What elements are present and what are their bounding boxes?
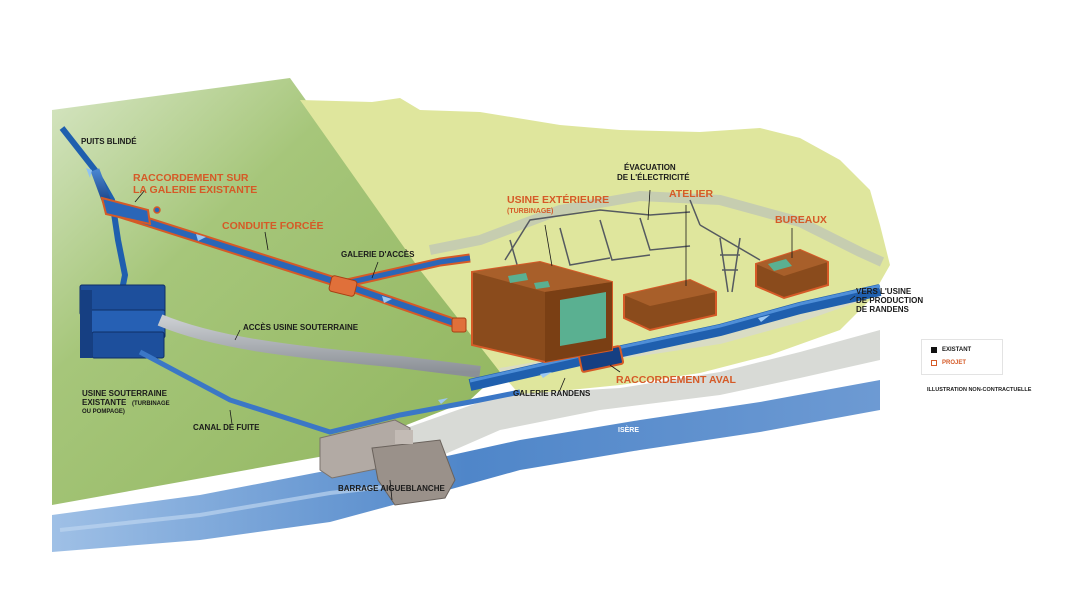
label-galerie-randens: GALERIE RANDENS [513,389,591,398]
galerie-randens [468,284,882,391]
valve-chamber [328,275,358,297]
raccordement-valve [153,206,161,214]
label-usine-souterraine-2: EXISTANTE [82,398,127,407]
arrow-conduite [196,234,206,241]
usine-souterraine [79,284,166,359]
arrow-randens [540,372,552,378]
label-barrage: BARRAGE AIGUEBLANCHE [338,484,445,493]
river-highlight [59,480,431,532]
label-bureaux: BUREAUX [775,214,827,226]
label-usine-souterraine-sub2: OU POMPAGE) [82,409,125,415]
label-canal-de-fuite: CANAL DE FUITE [193,423,260,432]
arrow-conduite-2 [382,296,392,303]
barrage-aigueblanche [319,419,456,506]
legend-project: PROJET [931,360,966,366]
penstock-shaft [59,126,129,301]
label-evacuation-2: DE L'ÉLECTRICITÉ [617,173,690,182]
arrow-shaft [86,168,92,178]
isere-river [52,380,880,552]
hill-slope [52,78,500,505]
label-usine-souterraine-1: USINE SOUTERRAINE [82,389,168,398]
galerie-randens-highlight [469,284,881,383]
label-isere: ISÈRE [618,425,639,434]
label-vers-usine-1: VERS L'USINE [856,287,912,296]
legend-project-label: PROJET [942,360,967,366]
inlet-chamber [451,317,467,333]
disclaimer-note: ILLUSTRATION NON-CONTRACTUELLE [927,387,1032,393]
label-usine-souterraine-sub1: (TURBINAGE [132,401,170,407]
label-puits-blinde: PUITS BLINDÉ [81,137,137,146]
leader-lines [134,189,856,501]
usine-exterieure [471,260,613,364]
existing-swatch [931,347,937,353]
legend-existing: EXISTANT [931,347,971,353]
arrow-randens-2 [758,315,770,322]
label-galerie-acces: GALERIE D'ACCÈS [341,250,415,259]
legend-box: EXISTANT PROJET [921,339,1003,375]
raccordement-cone [100,196,152,226]
label-conduite-forcee: CONDUITE FORCÉE [222,219,324,232]
canal-de-fuite [138,349,521,435]
label-usine-exterieure-sub: (TURBINAGE) [507,208,553,215]
label-acces-usine-souterraine: ACCÈS USINE SOUTERRAINE [243,323,359,332]
label-evacuation-1: ÉVACUATION [624,163,676,172]
conduite-forcee-core [109,207,461,328]
legend-existing-label: EXISTANT [942,347,972,353]
riverbank [330,330,880,465]
access-road [429,190,885,267]
label-vers-usine-3: DE RANDENS [856,305,910,314]
arrow-canal [438,398,448,404]
label-raccordement-galerie-1: RACCORDEMENT SUR [133,172,249,184]
bureaux-building [755,248,829,300]
label-vers-usine-2: DE PRODUCTION [856,296,923,305]
label-atelier: ATELIER [669,188,714,200]
label-usine-exterieure: USINE EXTÉRIEURE [507,193,609,206]
atelier-building [623,278,717,332]
acces-usine-souterraine [157,314,481,378]
label-raccordement-aval: RACCORDEMENT AVAL [616,374,737,386]
label-raccordement-galerie-2: LA GALERIE EXISTANTE [133,184,257,196]
project-swatch [931,360,937,366]
